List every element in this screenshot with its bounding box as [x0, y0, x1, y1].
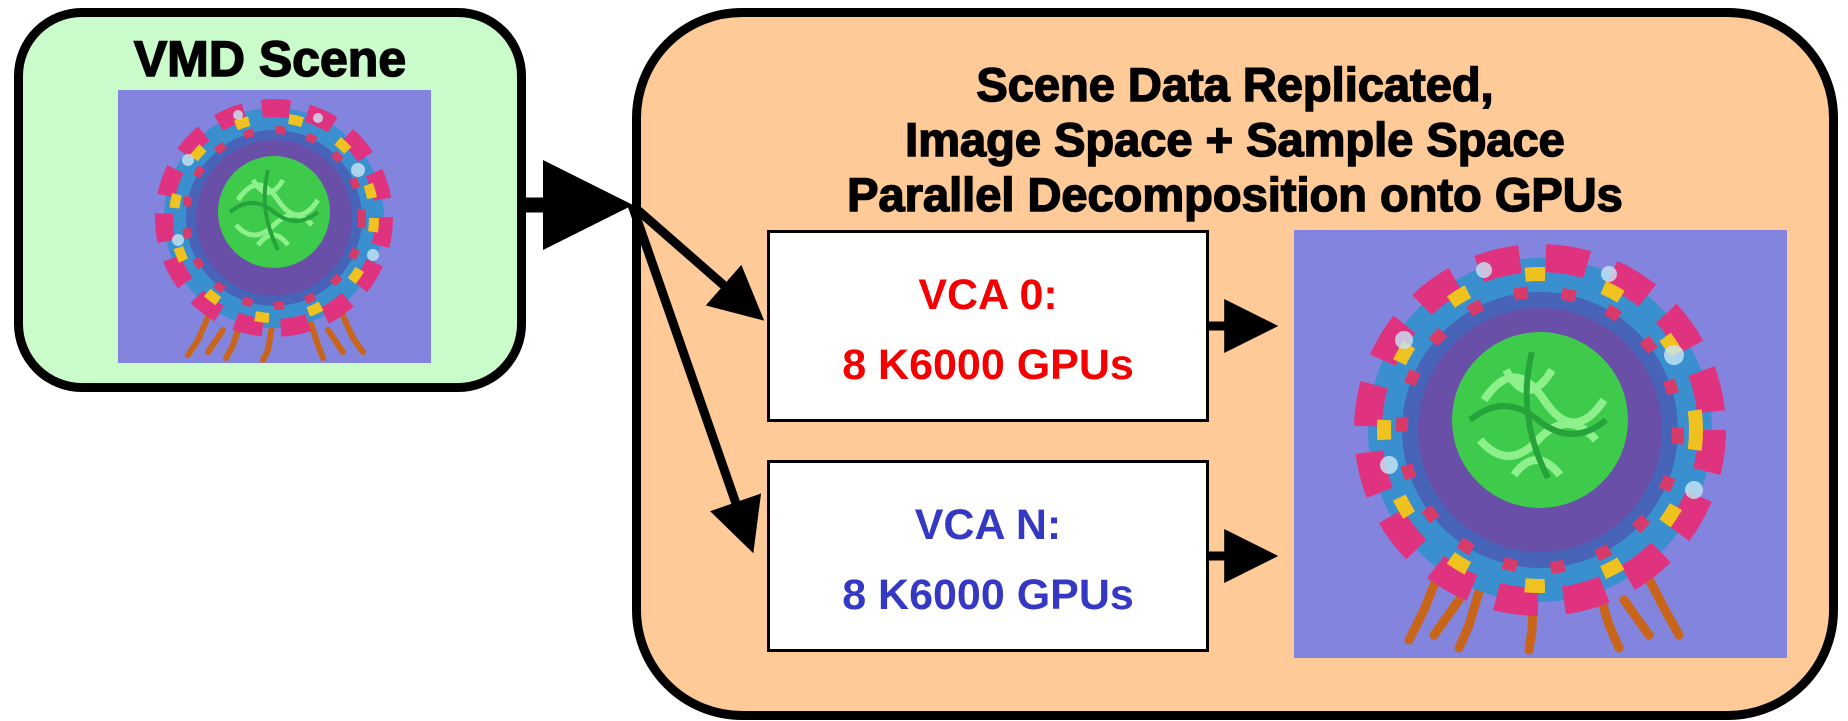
- vmd-scene-panel: VMD Scene: [14, 8, 526, 392]
- rendered-result-image: [1294, 230, 1787, 658]
- vmd-scene-title: VMD Scene: [133, 30, 407, 88]
- vca-n-box: VCA N: 8 K6000 GPUs: [767, 460, 1209, 652]
- vmd-scene-image: [118, 90, 431, 363]
- vca-0-gpus: 8 K6000 GPUs: [842, 341, 1134, 389]
- title-line-1: Scene Data Replicated,: [976, 57, 1495, 112]
- vca-0-label: VCA 0:: [918, 271, 1058, 319]
- vca-n-label: VCA N:: [914, 501, 1062, 549]
- virus-capsid-icon: [155, 99, 393, 363]
- arrow-to-vca-n: [627, 203, 762, 554]
- title-line-3: Parallel Decomposition onto GPUs: [846, 167, 1623, 222]
- decomposition-title: Scene Data Replicated, Image Space + Sam…: [641, 57, 1829, 222]
- virus-capsid-render-icon: [1354, 244, 1726, 655]
- arrow-to-vca-0: [629, 201, 765, 321]
- vca-n-gpus: 8 K6000 GPUs: [842, 571, 1134, 619]
- title-line-2: Image Space + Sample Space: [904, 112, 1565, 167]
- vca-0-box: VCA 0: 8 K6000 GPUs: [767, 230, 1209, 422]
